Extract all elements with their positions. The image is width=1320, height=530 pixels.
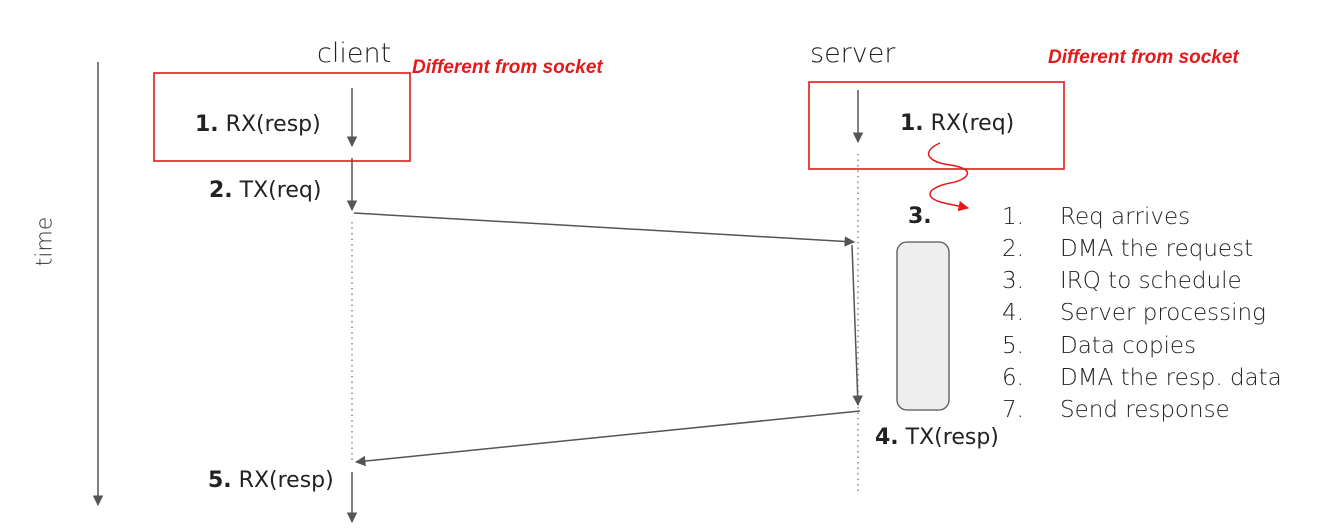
list-item-1-num: 1.	[1002, 204, 1024, 230]
server-step-3: 3.	[908, 204, 932, 229]
list-item-3-text: IRQ to schedule	[1060, 268, 1242, 294]
server-title: server	[810, 38, 896, 69]
server-step-3-num: 3.	[908, 204, 932, 229]
list-item-4-num: 4.	[1002, 300, 1024, 326]
list-item-6-num: 6.	[1002, 365, 1024, 391]
response-message-arrow	[354, 410, 861, 467]
list-item-6-text: DMA the resp. data	[1060, 365, 1282, 391]
red-wavy-arrow	[927, 142, 970, 212]
list-item-5-text: Data copies	[1060, 333, 1197, 359]
client-step-2: 2. TX(req)	[209, 178, 321, 203]
list-item-3-num: 3.	[1002, 268, 1024, 294]
server-step-4-text: TX(resp)	[905, 425, 999, 450]
server-step-1-num: 1.	[900, 111, 924, 136]
client-step-1: 1. RX(resp)	[195, 112, 321, 137]
server-processing-line	[851, 244, 863, 407]
client-step-2-num: 2.	[209, 178, 233, 203]
list-item-2-text: DMA the request	[1060, 236, 1254, 262]
list-item-2-num: 2.	[1002, 236, 1024, 262]
server-step-4: 4. TX(resp)	[875, 425, 999, 450]
client-step-5-num: 5.	[208, 468, 232, 493]
time-label: time	[32, 216, 58, 267]
server-step-1: 1. RX(req)	[900, 111, 1014, 136]
server-note: Different from socket	[1048, 47, 1239, 68]
client-title: client	[317, 38, 392, 69]
list-item-5-num: 5.	[1002, 333, 1024, 359]
client-step-5: 5. RX(resp)	[208, 468, 334, 493]
server-step-4-num: 4.	[875, 425, 899, 450]
client-note: Different from socket	[412, 57, 603, 78]
client-step-5-text: RX(resp)	[238, 468, 334, 493]
list-item-7-text: Send response	[1060, 397, 1230, 423]
request-message-arrow	[353, 212, 856, 247]
client-step-1-num: 1.	[195, 112, 219, 137]
client-step-2-text: TX(req)	[239, 178, 322, 203]
server-processing-box	[896, 241, 950, 411]
client-highlight-box	[153, 72, 411, 162]
list-item-1-text: Req arrives	[1060, 204, 1191, 230]
server-step-1-text: RX(req)	[930, 111, 1015, 136]
server-highlight-box	[808, 81, 1065, 170]
client-step-1-text: RX(resp)	[225, 112, 321, 137]
list-item-7-num: 7.	[1002, 397, 1024, 423]
list-item-4-text: Server processing	[1060, 300, 1266, 326]
